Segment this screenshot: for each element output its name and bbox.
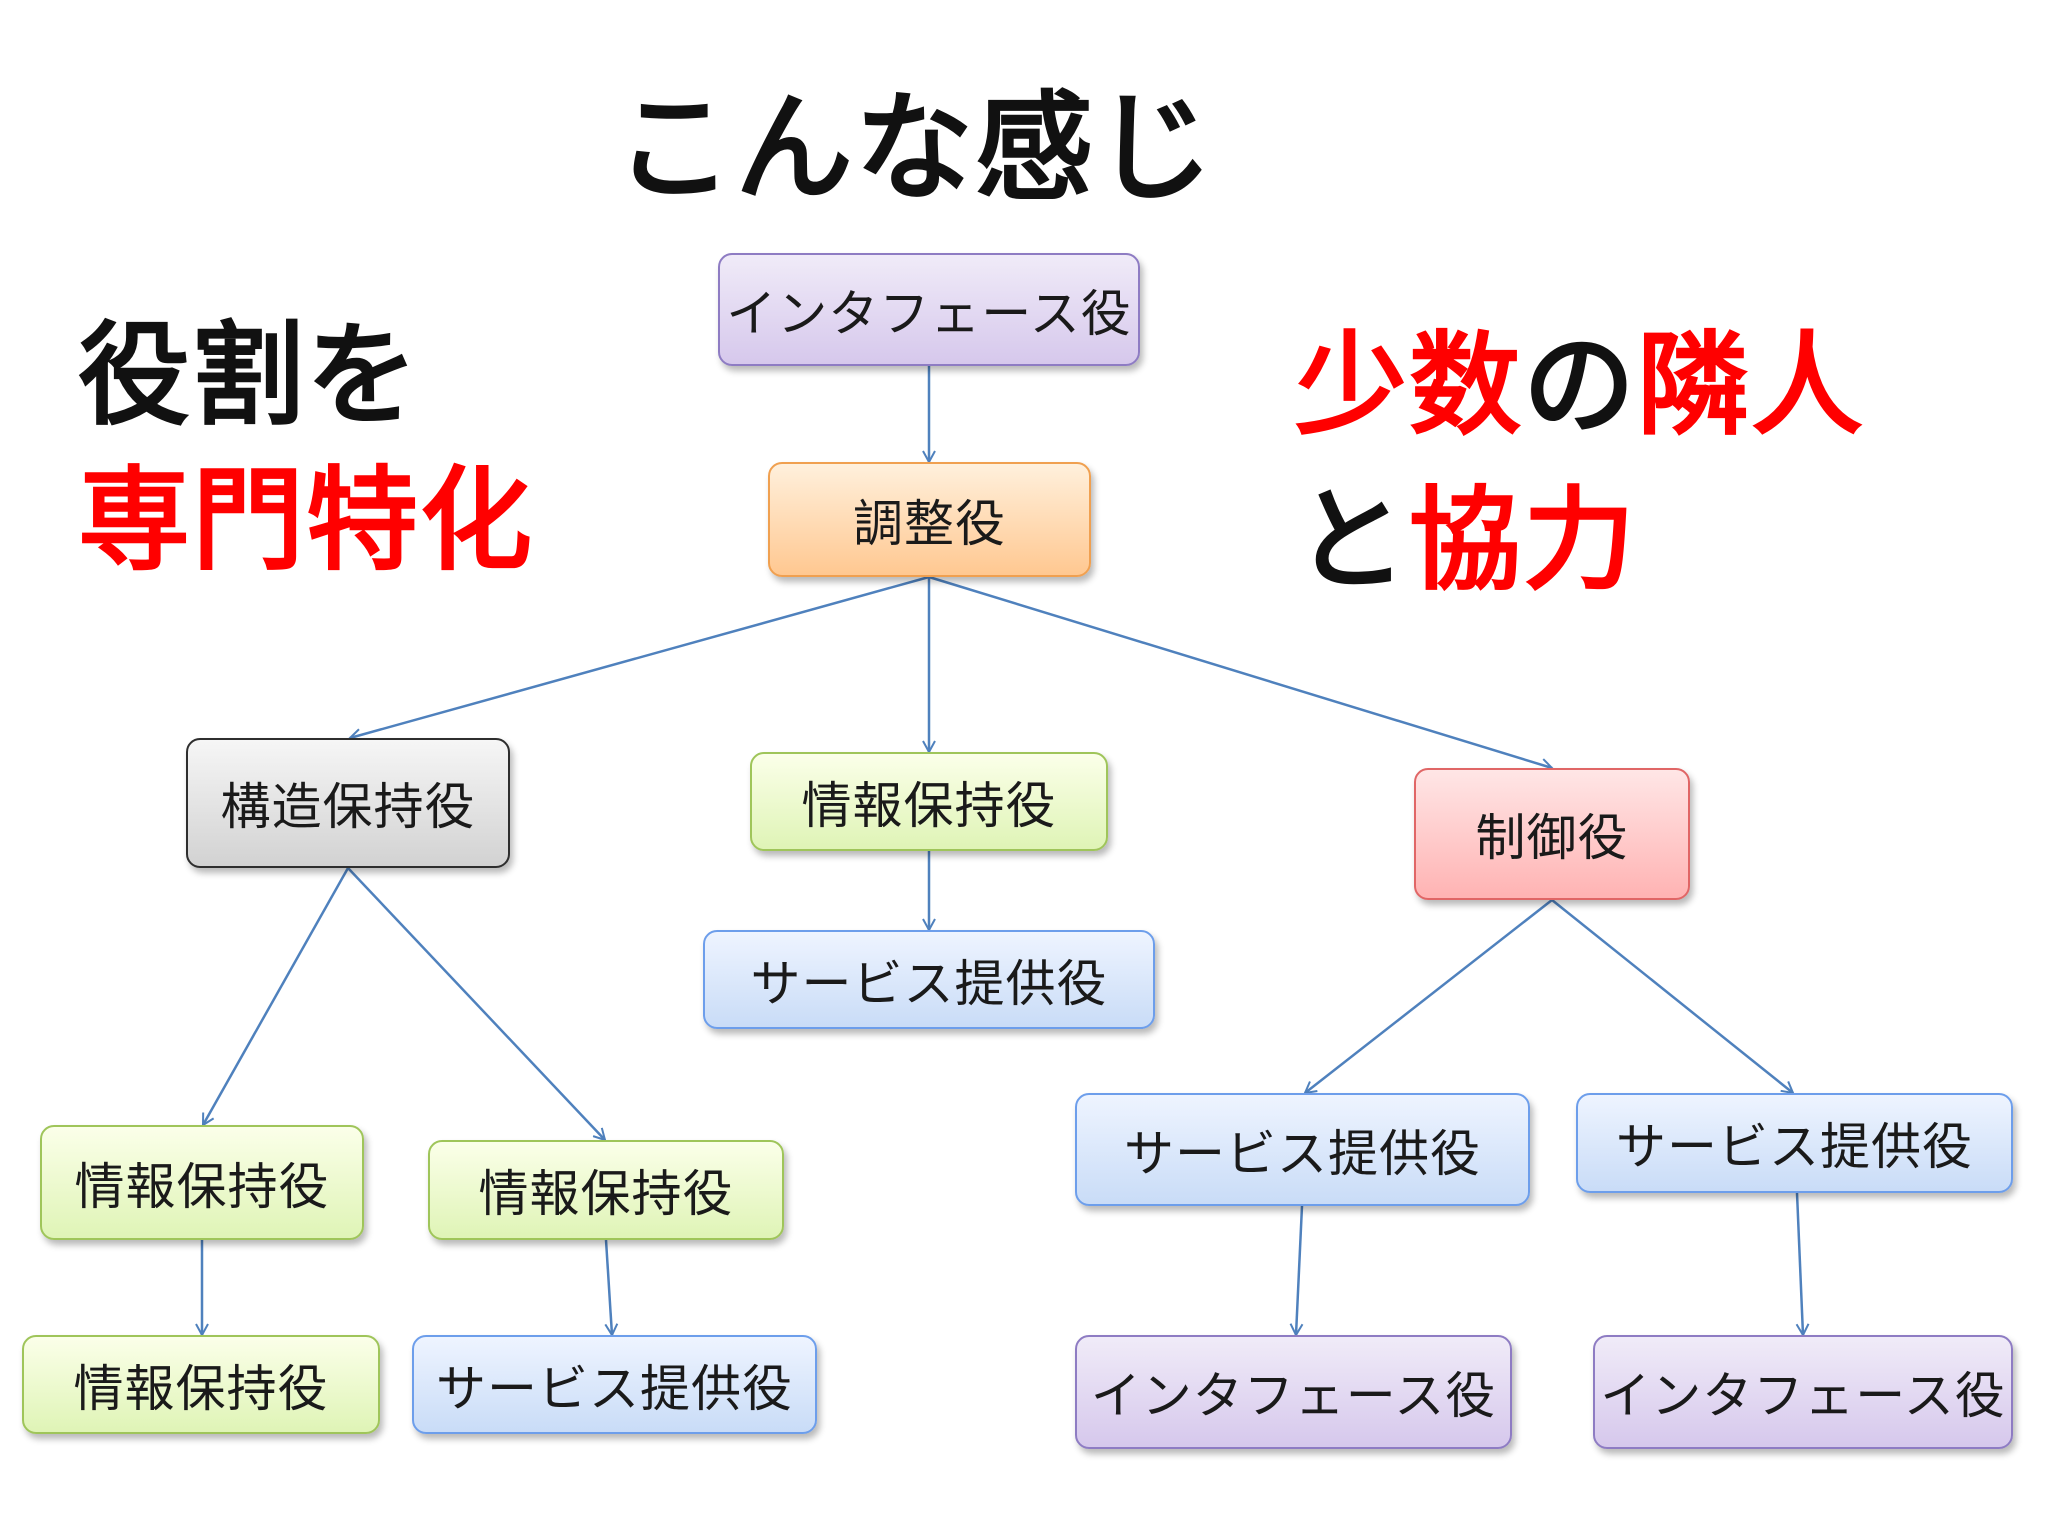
arrow-coordinator-to-structurer [350,575,930,738]
arrow-info-left-2-to-service-left-bottom [606,1239,612,1335]
arrow-service-right-1-to-interface-bottom-1 [1296,1205,1302,1335]
node-info-left-1: 情報保持役 [40,1125,364,1240]
arrow-structurer-to-info-left-1 [201,867,350,1125]
node-info-center: 情報保持役 [750,752,1108,851]
node-info-left-2: 情報保持役 [428,1140,784,1240]
node-interface-root: インタフェース役 [718,253,1140,366]
page-title: こんな感じ [615,79,1216,217]
right-heading-line2: と協力 [1295,450,1637,612]
node-interface-bottom-1: インタフェース役 [1075,1335,1512,1449]
right-heading-to: と [1295,476,1409,606]
node-info-left-bottom: 情報保持役 [22,1335,380,1434]
node-service-right-2: サービス提供役 [1576,1093,2013,1193]
left-heading-line1: 役割を [78,311,420,441]
node-service-left-bottom: サービス提供役 [412,1335,817,1434]
node-service-center: サービス提供役 [703,930,1155,1029]
arrow-controller-to-service-right-2 [1551,899,1793,1093]
node-coordinator: 調整役 [768,462,1091,577]
right-heading-no: の [1523,321,1637,451]
right-heading-kyouryoku: 協力 [1409,476,1637,606]
right-heading-line1: 少数の隣人 [1295,295,1865,457]
node-interface-bottom-2: インタフェース役 [1593,1335,2013,1449]
node-service-right-1: サービス提供役 [1075,1093,1530,1206]
right-heading-rinjin: 隣人 [1637,321,1865,451]
node-structurer: 構造保持役 [186,738,510,868]
node-controller: 制御役 [1414,768,1690,900]
left-heading-line2: 専門特化 [78,456,534,586]
arrow-service-right-2-to-interface-bottom-2 [1797,1192,1803,1335]
arrow-structurer-to-info-left-2 [347,867,605,1140]
right-heading-shousuu: 少数 [1295,321,1523,451]
arrow-controller-to-service-right-1 [1305,899,1553,1093]
arrow-coordinator-to-controller [928,575,1552,768]
